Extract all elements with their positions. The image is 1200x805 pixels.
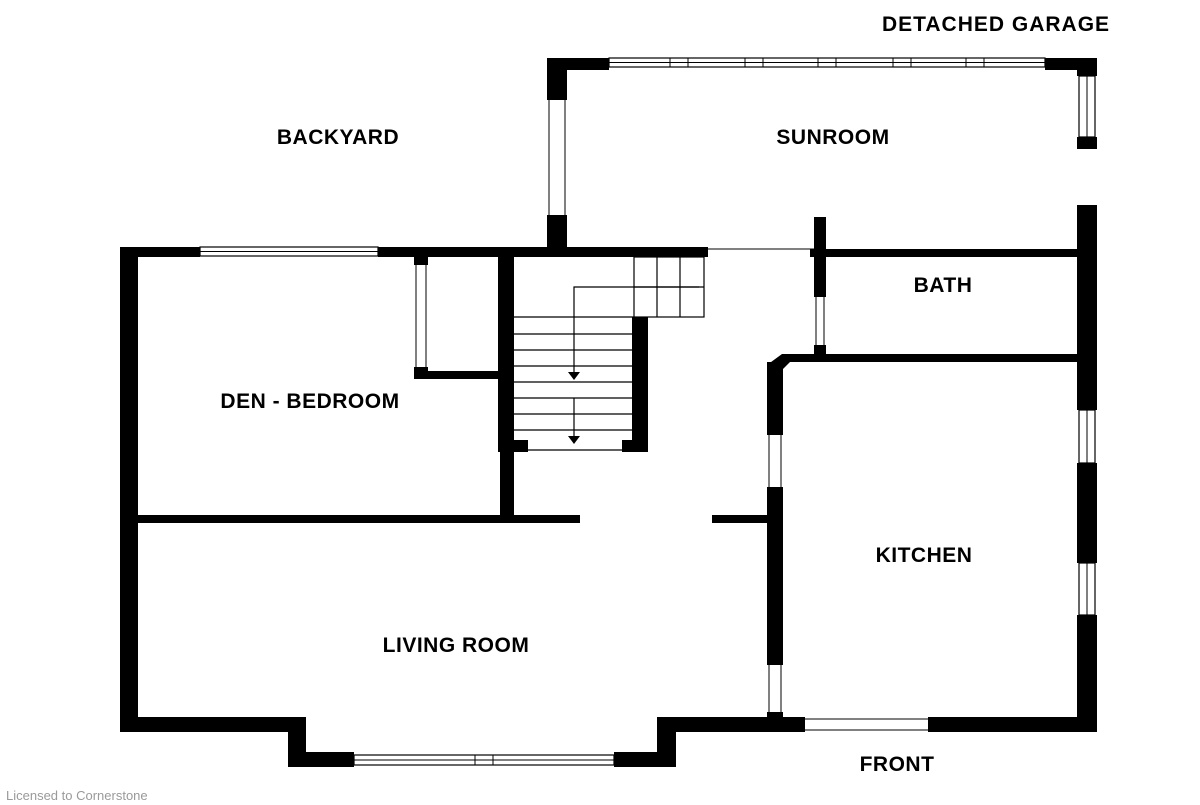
kitchen-left-wall-top xyxy=(767,362,783,435)
stair-left-wall xyxy=(498,257,514,452)
windows xyxy=(199,57,1096,766)
stair-arrow-lower-head xyxy=(568,436,580,444)
sunroom-label: SUNROOM xyxy=(776,126,889,149)
backyard-label: BACKYARD xyxy=(277,126,399,149)
exterior-left-wall xyxy=(120,247,138,732)
bath-door-opening xyxy=(815,297,825,345)
den-top-wall-left xyxy=(120,247,200,257)
stair-arrow-upper xyxy=(573,286,699,378)
kitchen-corner xyxy=(767,354,790,370)
stair-right-wall xyxy=(632,317,648,452)
den-top-window xyxy=(199,246,379,257)
staircase xyxy=(514,256,705,451)
labels: DETACHED GARAGE BACKYARD SUNROOM BATH DE… xyxy=(6,13,1110,803)
bay-bottom-wall-left xyxy=(288,752,354,767)
kitchen-door-opening-bottom xyxy=(768,665,782,712)
front-door-opening xyxy=(805,718,928,731)
sunroom-top-window xyxy=(608,57,1046,68)
den-closet-door xyxy=(415,265,427,367)
den-bedroom-label: DEN - BEDROOM xyxy=(220,390,399,413)
kitchen-label: KITCHEN xyxy=(876,544,973,567)
hall-living-divider xyxy=(712,515,772,523)
bay-window xyxy=(353,754,615,766)
stair-arrow-upper-head xyxy=(568,372,580,380)
bath-label: BATH xyxy=(914,274,973,297)
front-label: FRONT xyxy=(860,753,935,776)
den-closet-wall-top xyxy=(414,257,428,265)
kitchen-left-wall-bottom xyxy=(767,712,783,720)
exterior-right-wall-between-windows xyxy=(1077,463,1097,563)
kitchen-top-wall xyxy=(782,354,1080,362)
sunroom-right-window xyxy=(1078,75,1096,138)
exterior-right-wall-main xyxy=(1077,205,1097,410)
exterior-right-wall-bottom xyxy=(1077,615,1097,732)
detached-garage-label: DETACHED GARAGE xyxy=(882,13,1110,36)
bath-top-wall xyxy=(810,249,1080,257)
license-watermark: Licensed to Cornerstone xyxy=(6,788,148,803)
sunroom-right-wall-mid xyxy=(1077,137,1097,149)
stair-bottom-wall-right xyxy=(622,440,648,452)
sunroom-top-wall-left xyxy=(547,58,609,70)
sunroom-right-wall-top xyxy=(1077,58,1097,76)
kitchen-right-window-top xyxy=(1078,409,1096,464)
exterior-bottom-wall-right xyxy=(928,717,1097,732)
sunroom-left-wall-bottom xyxy=(547,215,567,255)
kitchen-right-window-bottom xyxy=(1078,562,1096,616)
exterior-bottom-wall-left xyxy=(120,717,305,732)
den-living-divider xyxy=(138,515,580,523)
den-top-wall-right xyxy=(378,247,708,257)
kitchen-left-wall-mid xyxy=(767,487,783,665)
kitchen-door-opening-top xyxy=(768,435,782,487)
living-room-label: LIVING ROOM xyxy=(383,634,530,657)
hall-bath-divider-top xyxy=(814,217,826,297)
exterior-bottom-wall-mid xyxy=(657,717,805,732)
walls xyxy=(120,58,1097,767)
sunroom-left-opening xyxy=(548,100,566,215)
den-closet-base xyxy=(414,371,504,379)
den-right-wall-stub xyxy=(500,452,514,522)
stair-bottom-wall xyxy=(498,440,528,452)
